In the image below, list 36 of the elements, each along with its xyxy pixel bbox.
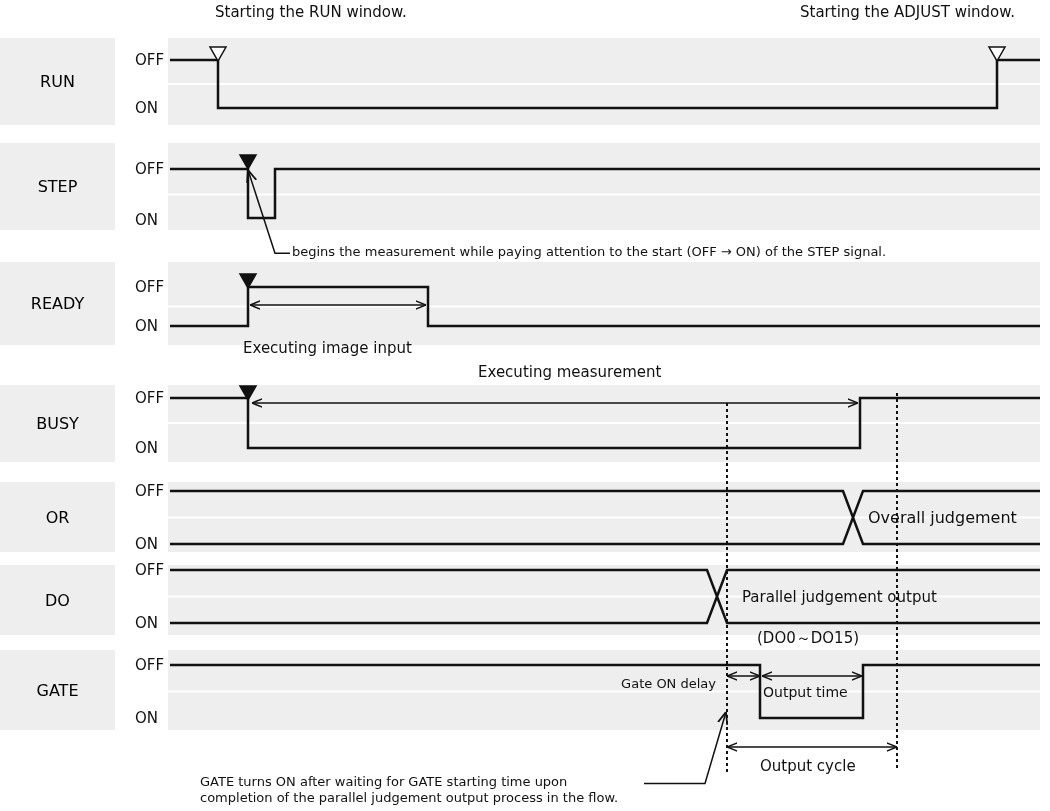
leader-line bbox=[643, 711, 729, 785]
signal-name: RUN bbox=[40, 72, 75, 91]
note-text: GATE turns ON after waiting for GATE starting time upon completion of the parallel judgement output process in the flow. bbox=[200, 774, 640, 806]
state-label: ON bbox=[135, 614, 159, 632]
state-label: OFF bbox=[135, 389, 165, 407]
annotation: Executing measurement bbox=[478, 363, 662, 381]
state-label: OFF bbox=[135, 51, 165, 69]
state-label: OFF bbox=[135, 278, 165, 296]
state-label: ON bbox=[135, 709, 159, 727]
state-label: OFF bbox=[135, 160, 165, 178]
note-text: begins the measurement while paying attention to the start (OFF → ON) of the STEP signal. bbox=[292, 244, 887, 260]
annotation: Overall judgement bbox=[868, 508, 1017, 528]
state-label: OFF bbox=[135, 482, 165, 500]
signal-name: GATE bbox=[36, 680, 79, 700]
annotation: Output cycle bbox=[760, 757, 856, 775]
state-label: OFF bbox=[135, 561, 165, 579]
signal-name: READY bbox=[30, 294, 85, 313]
annotation: Executing image input bbox=[243, 339, 412, 357]
annotation: Parallel judgement output bbox=[742, 588, 937, 606]
annotation: Gate ON delay bbox=[621, 676, 716, 692]
leader-line bbox=[246, 169, 291, 254]
annotation: Starting the RUN window. bbox=[215, 3, 407, 21]
signal-name: STEP bbox=[37, 177, 78, 196]
state-label: ON bbox=[135, 439, 159, 457]
state-label: OFF bbox=[135, 656, 165, 674]
signal-name: DO bbox=[45, 590, 70, 610]
signal-name: BUSY bbox=[36, 414, 79, 433]
annotation: Starting the ADJUST window. bbox=[800, 3, 1015, 21]
state-label: ON bbox=[135, 211, 159, 229]
signal-name: OR bbox=[45, 507, 70, 527]
annotation: Output time bbox=[763, 683, 848, 701]
state-label: ON bbox=[135, 535, 159, 553]
trigger-marker-icon bbox=[238, 154, 258, 171]
state-label: ON bbox=[135, 99, 159, 117]
annotation: (DO0～DO15) bbox=[757, 629, 860, 647]
state-label: ON bbox=[135, 317, 159, 335]
